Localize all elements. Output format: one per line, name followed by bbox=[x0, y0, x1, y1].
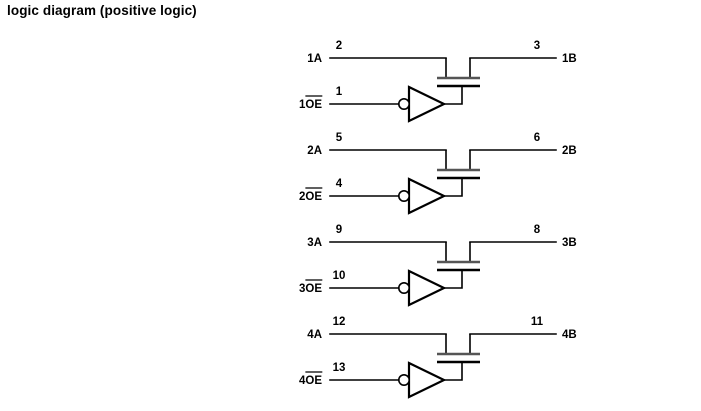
pin-number-oe-3: 10 bbox=[333, 270, 346, 282]
port-label-oe-1: 1OE bbox=[299, 99, 322, 111]
gate-drive-wire-4 bbox=[443, 361, 463, 381]
channel-3: 3A 9 8 3B 10 3OE bbox=[299, 224, 577, 307]
port-label-oe-2: 2OE bbox=[299, 191, 322, 203]
pin-number-b-3: 8 bbox=[534, 224, 541, 236]
oe-prefix-2: 2 bbox=[299, 191, 305, 203]
inverter-body-1 bbox=[407, 85, 447, 123]
port-label-b-3: 3B bbox=[562, 237, 577, 249]
pin-number-oe-4: 13 bbox=[333, 362, 346, 374]
oe-prefix-1: 1 bbox=[299, 99, 306, 111]
inverter-body-2 bbox=[407, 177, 447, 215]
inverter-bubble-4 bbox=[397, 373, 410, 386]
pin-number-a-1: 2 bbox=[336, 40, 342, 52]
page-title: logic diagram (positive logic) bbox=[7, 3, 197, 18]
inverter-bubble-3 bbox=[397, 281, 410, 294]
port-label-a-2: 2A bbox=[307, 145, 322, 157]
inverter-bubble-2 bbox=[397, 190, 410, 203]
pin-number-oe-1: 1 bbox=[336, 86, 343, 98]
oe-base-2: OE bbox=[305, 191, 322, 203]
port-label-b-2: 2B bbox=[562, 145, 577, 157]
port-label-oe-4: 4OE bbox=[299, 375, 322, 387]
pin-number-a-2: 5 bbox=[336, 132, 343, 144]
pin-number-b-2: 6 bbox=[534, 132, 540, 144]
oe-prefix-4: 4 bbox=[299, 375, 306, 387]
inverter-bubble-1 bbox=[397, 98, 410, 111]
pin-number-a-4: 12 bbox=[333, 316, 346, 328]
oe-base-4: OE bbox=[305, 375, 322, 387]
pin-number-b-1: 3 bbox=[534, 40, 540, 52]
oe-prefix-3: 3 bbox=[299, 283, 305, 295]
pin-number-oe-2: 4 bbox=[336, 178, 343, 190]
gate-drive-wire-1 bbox=[443, 85, 463, 105]
inverter-body-3 bbox=[407, 269, 447, 307]
inverter-body-4 bbox=[407, 361, 447, 399]
port-label-a-1: 1A bbox=[307, 53, 322, 65]
pin-number-a-3: 9 bbox=[336, 224, 342, 236]
oe-base-1: OE bbox=[305, 99, 322, 111]
port-label-a-4: 4A bbox=[307, 329, 322, 341]
pin-number-b-4: 11 bbox=[531, 316, 544, 328]
channel-2: 2A 5 6 2B 4 2OE bbox=[299, 132, 577, 215]
channel-4: 4A 12 11 4B 13 4OE bbox=[299, 316, 577, 399]
port-label-a-3: 3A bbox=[307, 237, 322, 249]
oe-base-3: OE bbox=[305, 283, 322, 295]
port-label-b-1: 1B bbox=[562, 53, 577, 65]
port-label-oe-3: 3OE bbox=[299, 283, 322, 295]
port-label-b-4: 4B bbox=[562, 329, 577, 341]
gate-drive-wire-3 bbox=[443, 269, 463, 289]
gate-drive-wire-2 bbox=[443, 177, 463, 197]
